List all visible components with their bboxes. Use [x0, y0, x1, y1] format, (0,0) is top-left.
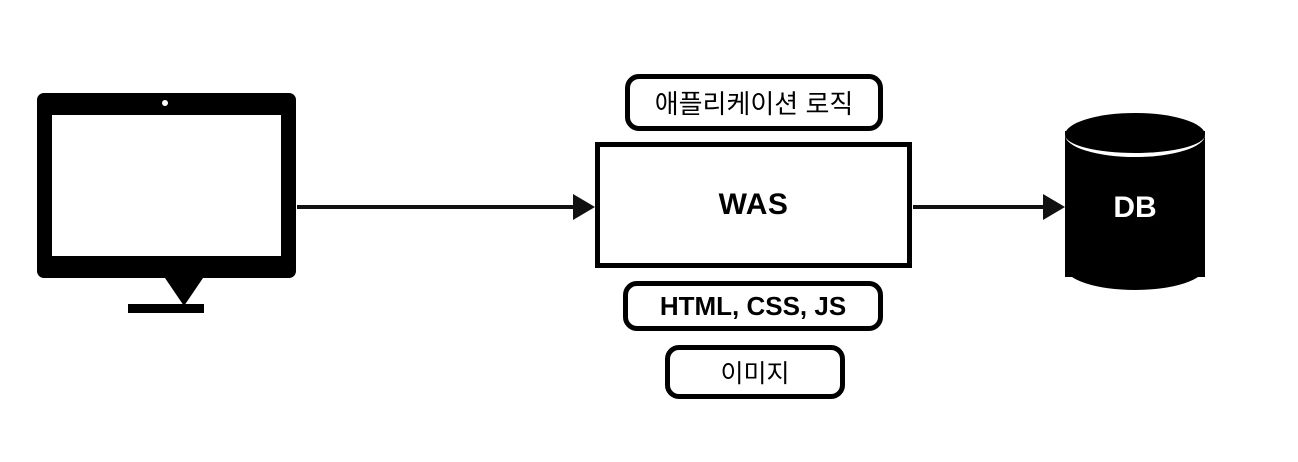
label-pill-app-logic-text: 애플리케이션 로직: [654, 89, 854, 119]
db-cylinder-top: [1065, 113, 1205, 157]
label-pill-static-assets: HTML, CSS, JS: [623, 281, 883, 331]
arrow-head-icon: [573, 194, 595, 220]
arrow-head-icon: [1043, 194, 1065, 220]
client-monitor-icon: [37, 93, 296, 278]
label-pill-image-text: 이미지: [720, 360, 790, 388]
arrow-shaft: [297, 205, 574, 209]
monitor-stand-neck: [165, 278, 203, 306]
monitor-stand-base: [128, 304, 204, 313]
arrow-was-to-db: [913, 194, 1065, 220]
arrow-client-to-was: [297, 194, 595, 220]
arrow-shaft: [913, 205, 1044, 209]
db-node-label: DB: [1113, 191, 1157, 224]
db-cylinder-bottom: [1065, 244, 1205, 290]
was-node-label: WAS: [718, 188, 789, 221]
monitor-webcam-dot: [162, 100, 168, 106]
database-cylinder-icon: DB: [1065, 113, 1205, 295]
label-pill-static-assets-text: HTML, CSS, JS: [659, 290, 847, 321]
label-pill-image: 이미지: [665, 345, 845, 399]
was-node: WAS: [595, 142, 912, 268]
monitor-screen: [52, 115, 281, 256]
label-pill-app-logic: 애플리케이션 로직: [625, 74, 883, 131]
